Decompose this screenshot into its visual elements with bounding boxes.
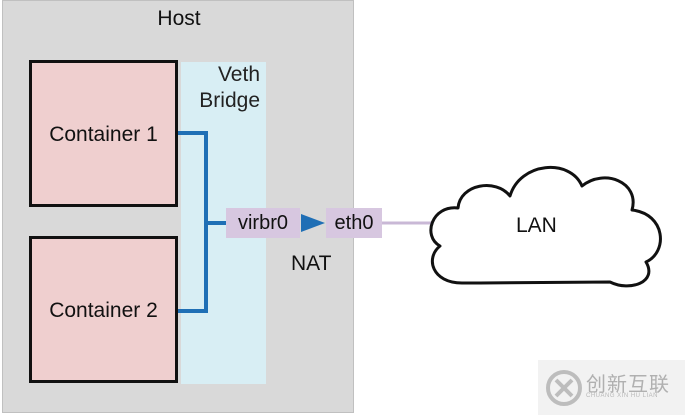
veth-bridge-label-line1: Veth [217,63,260,86]
watermark-subtext: CHUANG XIN HU LIAN [586,393,659,399]
lan-label: LAN [516,214,557,237]
veth-bridge-label-line2: Bridge [199,89,260,112]
container-1-label: Container 1 [49,123,158,146]
watermark: 创新互联 CHUANG XIN HU LIAN [538,360,685,415]
lan-cloud [429,165,662,288]
container-2-link [178,223,208,313]
container-2-label: Container 2 [49,299,158,322]
host-title: Host [157,7,201,30]
container-1-link [178,131,208,223]
watermark-logo-icon [546,370,582,406]
container-1-box: Container 1 [29,60,178,207]
watermark-text: 创新互联 [586,374,670,396]
virbr0-interface: virbr0 [226,208,300,238]
container-2-box: Container 2 [29,236,178,383]
nat-arrow [301,214,325,232]
veth-bridge-label: Veth Bridge [181,62,266,114]
eth0-interface: eth0 [326,208,382,238]
nat-label: NAT [291,252,332,275]
